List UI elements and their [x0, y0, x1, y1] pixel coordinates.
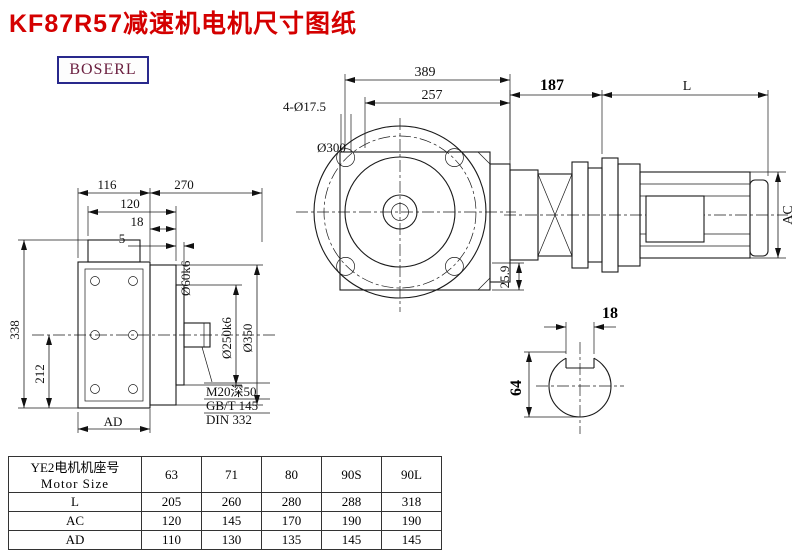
note-gbt-standard: GB/T 145 — [206, 398, 258, 413]
row-label: L — [8, 492, 142, 512]
dim-270: 270 — [174, 177, 194, 192]
header-cn: YE2电机机座号 — [30, 460, 120, 475]
dim-AC: AC — [781, 205, 796, 224]
table-cell: 130 — [201, 530, 262, 550]
table-col-header: 71 — [201, 456, 262, 493]
table-cell: 260 — [201, 492, 262, 512]
table-cell: 135 — [261, 530, 322, 550]
front-view: 116 270 120 18 5 Ø60k6 338 212 AD — [7, 177, 275, 433]
dim-5: 5 — [119, 231, 126, 246]
table-cell: 145 — [321, 530, 382, 550]
table-col-header: 90S — [321, 456, 382, 493]
dim-L: L — [683, 79, 692, 94]
label-bolt-holes: 4-Ø17.5 — [283, 99, 326, 114]
table-cell: 145 — [381, 530, 442, 550]
side-view: 187 L AC — [504, 77, 796, 273]
table-cell: 145 — [201, 511, 262, 531]
brand-logo: BOSERL — [57, 56, 149, 84]
table-cell: 190 — [321, 511, 382, 531]
dim-AD: AD — [104, 414, 123, 429]
dim-338: 338 — [7, 320, 22, 340]
table-row: AC 120 145 170 190 190 — [8, 511, 442, 531]
table-cell: 288 — [321, 492, 382, 512]
table-cell: 110 — [141, 530, 202, 550]
row-label: AD — [8, 530, 142, 550]
dim-18-flange: 18 — [131, 214, 144, 229]
note-tapped-hole: M20深50 — [206, 384, 257, 399]
shaft-section-view: 18 64 — [508, 305, 624, 434]
row-label: AC — [8, 511, 142, 531]
main-view: 389 257 4-Ø17.5 Ø300 25.9 — [283, 65, 524, 312]
dim-64: 64 — [508, 380, 525, 396]
table-col-header: 63 — [141, 456, 202, 493]
table-row: AD 110 130 135 145 145 — [8, 530, 442, 550]
dim-key-width: 18 — [602, 305, 618, 322]
dim-120: 120 — [120, 196, 140, 211]
table-corner-header: YE2电机机座号 Motor Size — [8, 456, 142, 493]
table-row: L 205 260 280 288 318 — [8, 492, 442, 512]
label-flange-od: Ø350 — [240, 324, 255, 353]
dim-116: 116 — [97, 177, 117, 192]
dim-187: 187 — [540, 77, 564, 94]
table-cell: 205 — [141, 492, 202, 512]
label-shaft-dia: Ø60k6 — [178, 260, 193, 296]
label-bolt-circle-dia: Ø300 — [317, 140, 346, 155]
header-en: Motor Size — [40, 476, 110, 491]
dim-257: 257 — [422, 88, 443, 103]
dim-212: 212 — [32, 364, 47, 384]
table-cell: 170 — [261, 511, 322, 531]
note-din-standard: DIN 332 — [206, 412, 252, 427]
table-cell: 120 — [141, 511, 202, 531]
table-col-header: 80 — [261, 456, 322, 493]
motor-size-table: YE2电机机座号 Motor Size 63 71 80 90S 90L L 2… — [8, 456, 442, 550]
table-header-row: YE2电机机座号 Motor Size 63 71 80 90S 90L — [8, 456, 442, 493]
label-pilot-dia: Ø250k6 — [219, 317, 234, 359]
table-cell: 190 — [381, 511, 442, 531]
table-cell: 318 — [381, 492, 442, 512]
dim-25-9: 25.9 — [497, 266, 512, 289]
page-title: KF87R57减速机电机尺寸图纸 — [9, 10, 357, 38]
table-cell: 280 — [261, 492, 322, 512]
dim-389: 389 — [415, 65, 436, 80]
table-col-header: 90L — [381, 456, 442, 493]
